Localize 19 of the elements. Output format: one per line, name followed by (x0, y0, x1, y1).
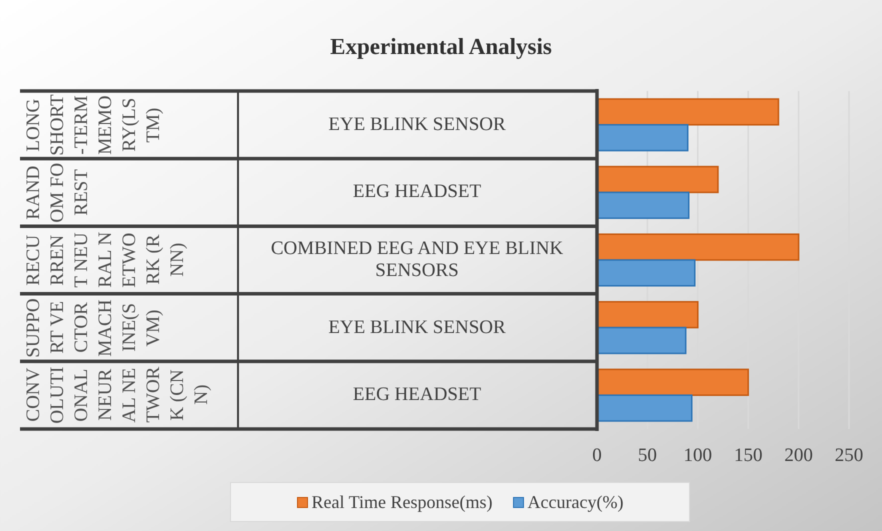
tick-label: 150 (732, 444, 764, 468)
category-label: EYE BLINK SENSOR (327, 114, 507, 136)
group-label: SUPPORT VECTOR MACHINE(SVM) (22, 297, 165, 358)
tick-label: 0 (591, 444, 603, 468)
tick-label: 200 (783, 444, 814, 468)
group-label: RECURRENT NEURAL NETWORK (RNN) (22, 231, 189, 290)
category-label: EYE BLINK SENSOR (327, 316, 507, 339)
legend-label: Real Time Response(ms) (312, 490, 493, 514)
tick-label: 100 (682, 444, 714, 468)
group-label: CONVOLUTIONAL NEURAL NETWORK (CNN) (22, 366, 213, 426)
chart-title: Experimental Analysis (329, 33, 553, 61)
category-label: EEG HEADSET (352, 181, 482, 204)
group-label: RANDOM FOREST (22, 162, 93, 224)
category-label: EEG HEADSET (352, 384, 482, 406)
category-label: COMBINED EEG AND EYE BLINK SENSORS (270, 238, 564, 282)
group-label: LONG SHORT-TERM MEMORY(LSTM) (22, 94, 165, 156)
tick-label: 50 (636, 444, 658, 468)
legend-label: Accuracy(%) (528, 490, 624, 514)
tick-label: 250 (834, 444, 864, 468)
